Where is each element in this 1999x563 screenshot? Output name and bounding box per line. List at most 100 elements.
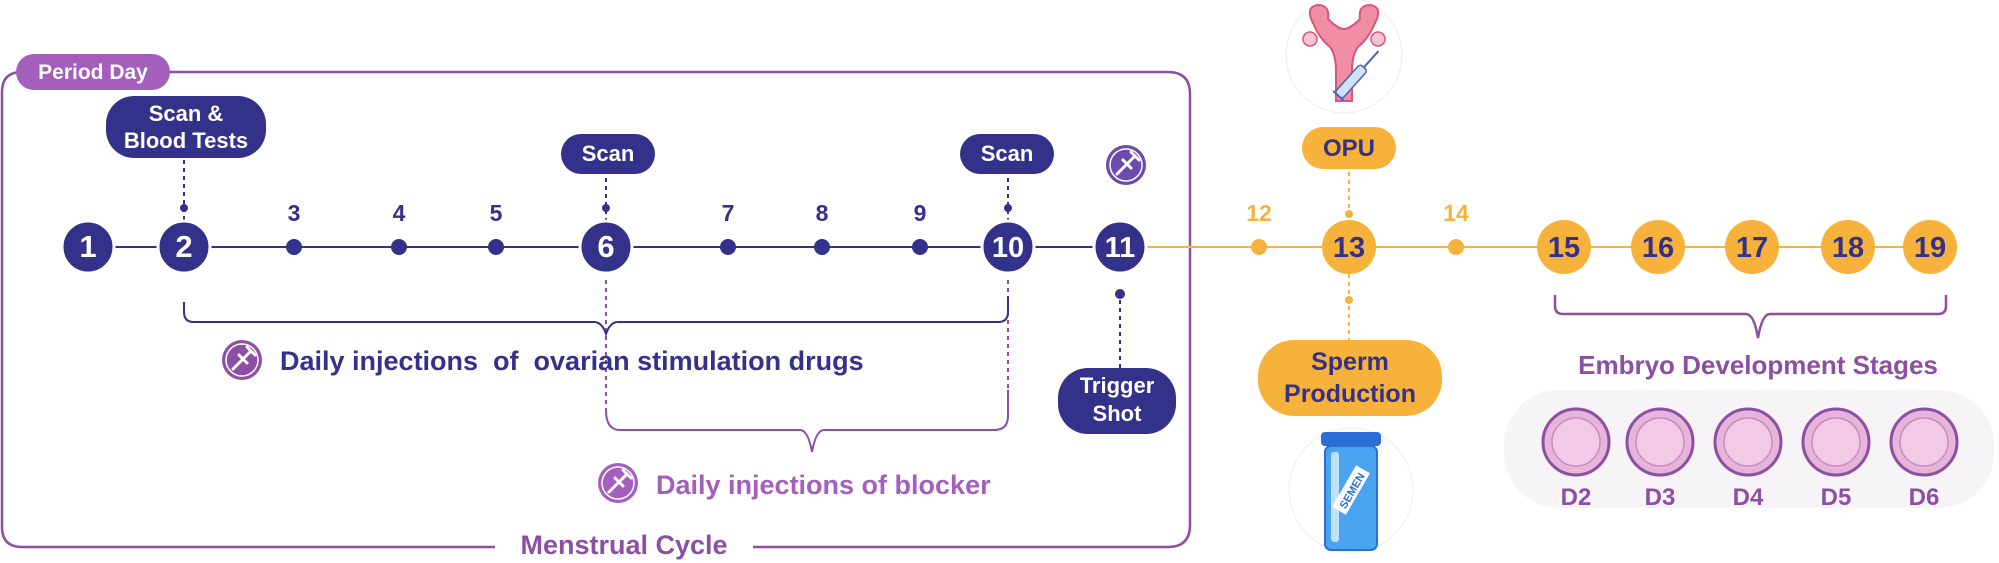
- scan-blood-line1: Scan &: [149, 101, 224, 126]
- uterus-icon: [1285, 0, 1403, 114]
- scan-blood-line2: Blood Tests: [124, 128, 248, 153]
- embryo-stage-d3: D3: [1625, 407, 1695, 511]
- day-node-7: 7: [720, 200, 736, 255]
- day-node-14: 14: [1443, 200, 1469, 255]
- day-marker: [488, 239, 504, 255]
- day-marker: [912, 239, 928, 255]
- day-marker: [1322, 220, 1376, 274]
- day-marker: [391, 239, 407, 255]
- menstrual-cycle-frame: Period Day Menstrual Cycle: [0, 54, 1192, 560]
- day-label: 3: [288, 200, 301, 226]
- day-label: 4: [393, 200, 406, 226]
- day-node-12: 12: [1246, 200, 1272, 255]
- trigger-shot-pill: Trigger Shot: [1058, 368, 1176, 434]
- day-node-10: 10: [980, 219, 1036, 275]
- scan-blood-tests-pill: Scan & Blood Tests: [106, 96, 266, 158]
- embryo-cell-inner: [1551, 417, 1601, 467]
- trigger-shot-line1: Trigger: [1080, 373, 1155, 398]
- embryo-cell-inner: [1899, 417, 1949, 467]
- day-node-17: 17: [1725, 220, 1779, 274]
- day-label: 8: [816, 200, 829, 226]
- day-marker: [1631, 220, 1685, 274]
- day-node-13: 13: [1322, 220, 1376, 274]
- day-node-5: 5: [488, 200, 504, 255]
- day-label: 10: [992, 232, 1024, 264]
- menstrual-cycle-label: Menstrual Cycle: [520, 530, 727, 560]
- day-node-4: 4: [391, 200, 407, 255]
- day-label: 12: [1246, 200, 1272, 226]
- day-node-6: 6: [578, 219, 634, 275]
- semen-vial-icon: SEMEN: [1288, 427, 1414, 553]
- day-marker: [814, 239, 830, 255]
- day-label: 5: [490, 200, 503, 226]
- day-label: 15: [1548, 232, 1580, 264]
- day-node-3: 3: [286, 200, 302, 255]
- day-label: 11: [1105, 232, 1136, 264]
- day-marker: [1903, 220, 1957, 274]
- day-marker: [1821, 220, 1875, 274]
- day-node-11: 11: [1092, 219, 1148, 275]
- day-marker: [156, 219, 212, 275]
- sperm-production-line2: Production: [1284, 380, 1416, 408]
- day-marker: [1537, 220, 1591, 274]
- opu-pill: OPU: [1302, 127, 1396, 169]
- period-day-badge: [16, 54, 170, 90]
- day-node-9: 9: [912, 200, 928, 255]
- day-label: 16: [1642, 232, 1674, 264]
- day-marker: [286, 239, 302, 255]
- period-day-label: Period Day: [38, 61, 148, 84]
- day-node-2: 2: [156, 219, 212, 275]
- day-marker: [980, 219, 1036, 275]
- day-marker: [1251, 239, 1267, 255]
- embryo-stage-label: D6: [1909, 484, 1940, 511]
- embryo-stage-d2: D2: [1541, 407, 1611, 511]
- embryo-stage-label: D5: [1821, 484, 1852, 511]
- embryo-stage-d5: D5: [1801, 407, 1871, 511]
- embryo-cell-inner: [1635, 417, 1685, 467]
- day-marker: [1092, 219, 1148, 275]
- day-label: 19: [1914, 232, 1946, 264]
- stim-injections-label: Daily injections of ovarian stimulation …: [280, 346, 864, 376]
- day-node-15: 15: [1537, 220, 1591, 274]
- day-label: 14: [1443, 200, 1469, 226]
- day-node-16: 16: [1631, 220, 1685, 274]
- day-marker: [720, 239, 736, 255]
- sperm-production-pill: Sperm Production: [1258, 340, 1442, 416]
- embryo-cell-inner: [1723, 417, 1773, 467]
- day-label: 18: [1832, 232, 1864, 264]
- day-label: 9: [914, 200, 927, 226]
- scan-day6-pill: Scan: [561, 134, 655, 174]
- embryo-stage-d4: D4: [1713, 407, 1783, 511]
- embryo-stage-label: D2: [1561, 484, 1592, 511]
- syringe-icon: [222, 340, 262, 380]
- scan-day10-label: Scan: [981, 141, 1034, 166]
- day-marker: [60, 219, 116, 275]
- embryo-bracket: [1553, 295, 1948, 339]
- day-node-19: 19: [1903, 220, 1957, 274]
- blocker-injection-bracket: [605, 390, 1009, 453]
- trigger-shot-line2: Shot: [1093, 401, 1143, 426]
- day-marker: [1725, 220, 1779, 274]
- day-node-1: 1: [60, 219, 116, 275]
- blocker-injections-label: Daily injections of blocker: [656, 470, 991, 500]
- day-label: 17: [1736, 232, 1768, 264]
- connector-dots: [180, 204, 1353, 304]
- embryo-stage-label: D3: [1645, 484, 1676, 511]
- opu-label: OPU: [1323, 135, 1375, 162]
- day-label: 7: [722, 200, 735, 226]
- embryo-stages: D2 D3 D4 D5 D6: [1541, 407, 1959, 511]
- embryo-stage-label: D4: [1733, 484, 1764, 511]
- sperm-production-line1: Sperm: [1311, 348, 1389, 376]
- day-marker: [578, 219, 634, 275]
- day-label: 6: [597, 229, 614, 264]
- syringe-icon: [1106, 145, 1146, 185]
- embryo-cell-inner: [1811, 417, 1861, 467]
- stim-injection-bracket: [183, 296, 1009, 338]
- day-marker: [1448, 239, 1464, 255]
- syringe-icon: [598, 463, 638, 503]
- embryo-stage-d6: D6: [1889, 407, 1959, 511]
- scan-day10-pill: Scan: [960, 134, 1054, 174]
- day-label: 13: [1333, 232, 1365, 264]
